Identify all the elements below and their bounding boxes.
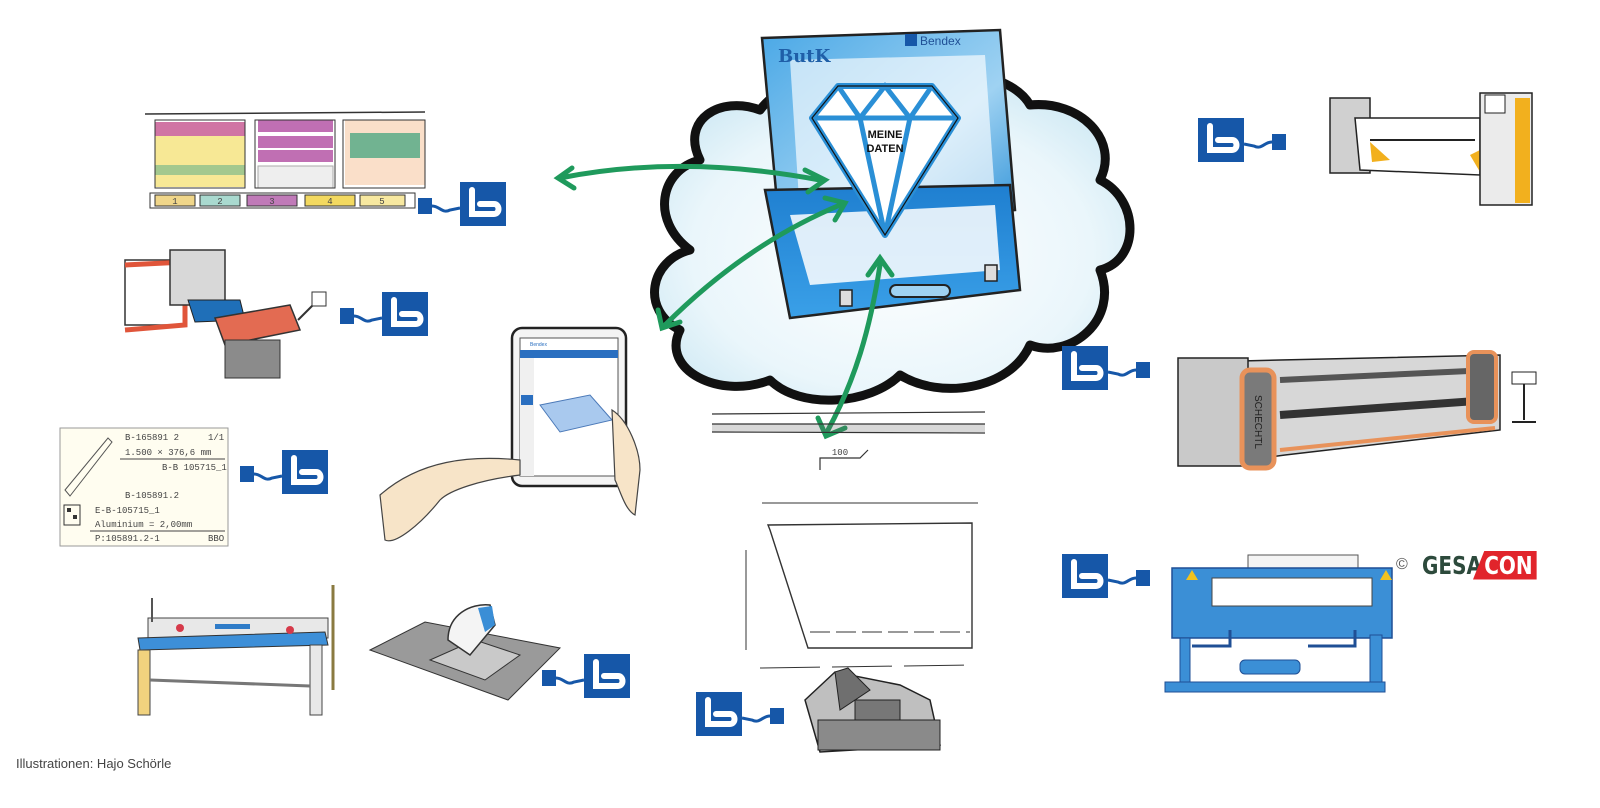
double-folder-sketch: SCHECHTL	[1177, 350, 1537, 471]
arrow-head-right	[802, 167, 830, 195]
arrow-drawing	[825, 262, 883, 433]
diamond-icon: MEINE DATEN	[809, 81, 961, 238]
tablet-app-name: Bendex	[530, 342, 547, 348]
tablet-sketch: Bendex	[379, 326, 641, 542]
planning-tab: 5	[379, 197, 384, 207]
bendex-plug-icon[interactable]	[1196, 116, 1288, 169]
planning-tab: 4	[327, 197, 332, 207]
case-brand: Bendex	[920, 34, 961, 48]
bendex-plug-icon[interactable]	[1060, 552, 1152, 605]
label-material: Aluminium = 2,00mm	[95, 520, 192, 530]
illustration-credit: Illustrationen: Hajo Schörle	[16, 756, 172, 771]
manual-shear-sketch	[137, 585, 335, 716]
folding-machine-yellow-sketch	[1329, 92, 1533, 206]
planning-tab: 2	[217, 197, 222, 207]
planning-tab: 1	[172, 197, 177, 207]
slitting-machine-sketch	[124, 249, 327, 379]
copyright-brand: © GESA CON	[1396, 549, 1552, 581]
brand-gesa: GESA	[1421, 550, 1482, 580]
double-folder-brand: SCHECHTL	[1252, 395, 1263, 449]
bendex-plug-icon[interactable]	[238, 448, 330, 501]
planning-board-sketch	[144, 111, 426, 209]
label-reference: B-B 105715_1	[162, 463, 227, 473]
label-code: BBO	[208, 534, 224, 544]
label-part-number: B-165891 2	[125, 433, 179, 443]
drawing-dimension: 100	[832, 448, 848, 458]
laser-machine-sketch	[804, 667, 941, 753]
planning-tab: 3	[269, 197, 274, 207]
arrow-planning	[557, 164, 823, 183]
bendex-plug-icon[interactable]	[338, 290, 430, 343]
punching-machine-sketch	[368, 604, 562, 701]
diamond-text-line1: MEINE	[868, 129, 903, 141]
blue-folder-sketch	[1164, 554, 1393, 693]
bendex-plug-icon[interactable]	[694, 690, 786, 743]
sync-arrows	[553, 164, 895, 440]
label-p-ref: P:105891.2-1	[95, 534, 160, 544]
bendex-plug-icon[interactable]	[416, 180, 508, 233]
label-dimensions: 1.500 × 376,6 mm	[125, 448, 211, 458]
technical-drawing-sketch: 100	[711, 411, 986, 669]
bendex-plug-icon[interactable]	[540, 652, 632, 705]
label-e-ref: E-B-105715_1	[95, 506, 160, 516]
brand-con: CON	[1472, 550, 1537, 580]
planning-board-tabs: 1 2 3 4 5	[154, 194, 406, 207]
label-sheet: B-165891 2 1/1 1.500 × 376,6 mm B-B 1057…	[59, 427, 229, 547]
case-label: ButK	[778, 46, 832, 67]
bendex-logo-icon	[905, 34, 917, 46]
copyright-symbol: ©	[1396, 556, 1408, 573]
label-part-number-2: B-105891.2	[125, 491, 179, 501]
diamond-text-line2: DATEN	[866, 143, 903, 155]
arrow-head-left	[553, 165, 577, 191]
bendex-plug-icon[interactable]	[1060, 344, 1152, 397]
arrow-tablet	[662, 202, 843, 328]
label-page: 1/1	[208, 433, 224, 443]
